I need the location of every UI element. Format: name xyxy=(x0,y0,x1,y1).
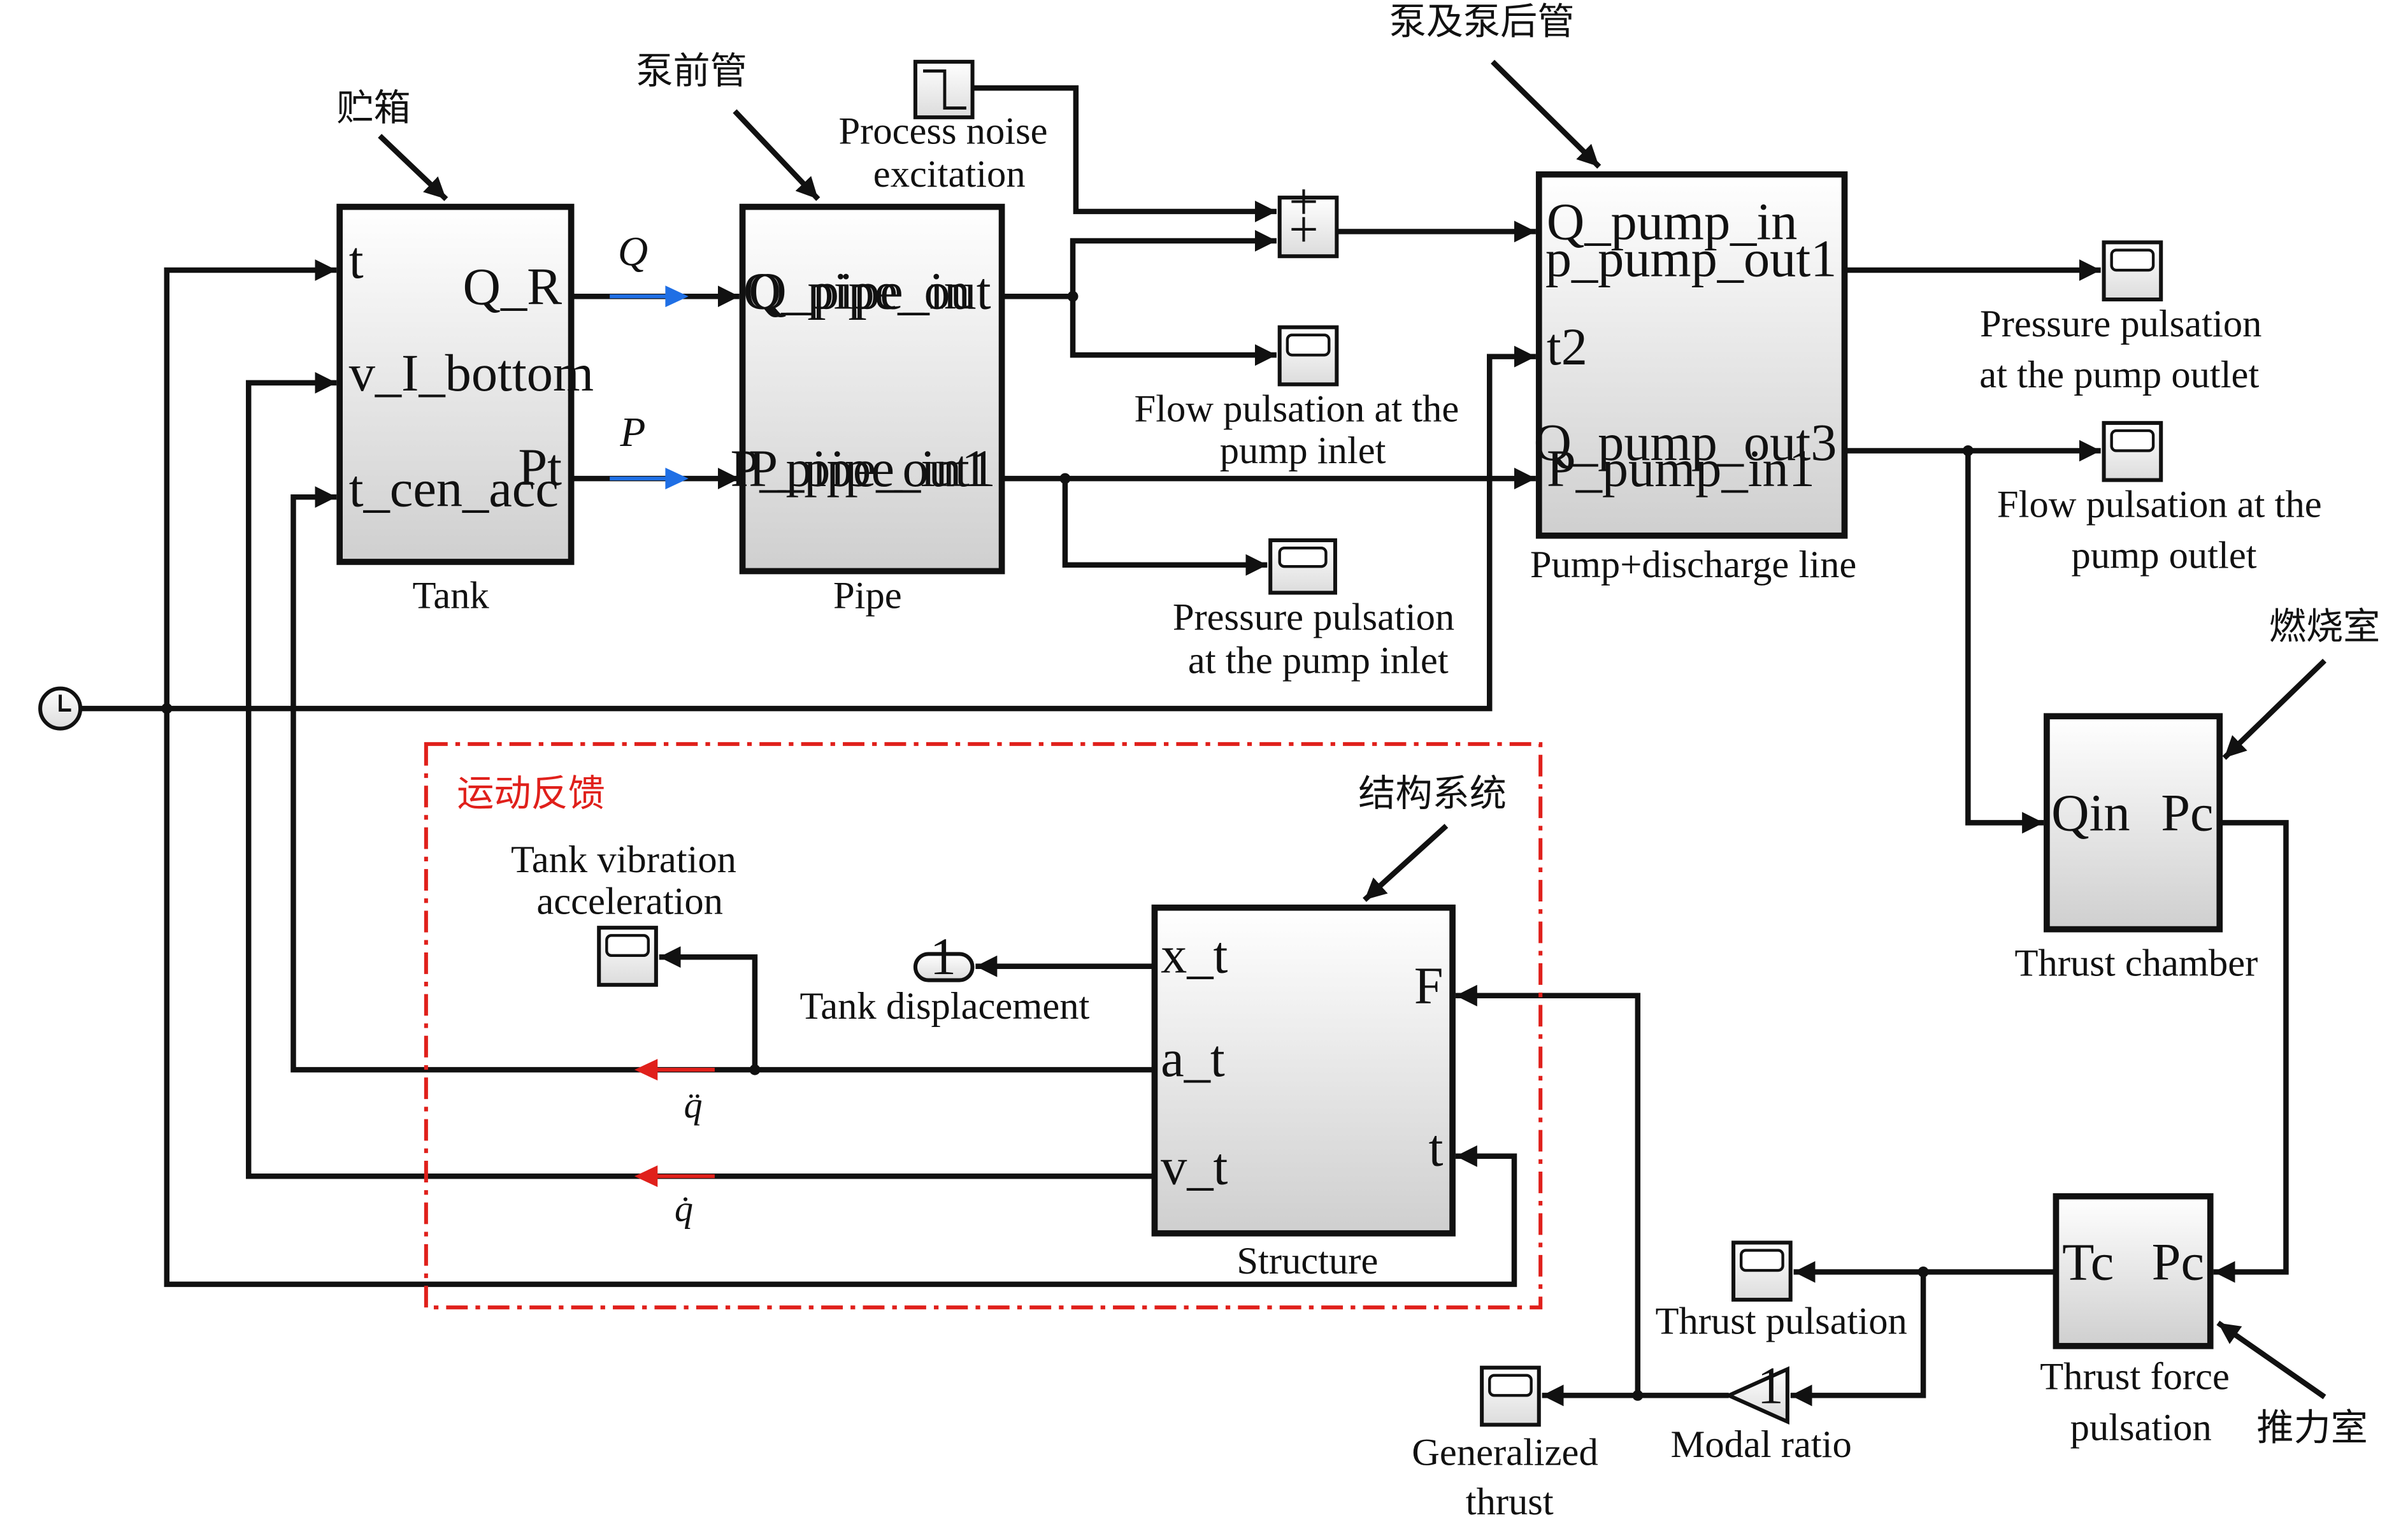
scope-generalized-thrust-icon[interactable] xyxy=(1480,1365,1541,1427)
outport-value: 1 xyxy=(930,928,956,986)
feedback-arrows-red xyxy=(634,1059,715,1188)
junction-dots xyxy=(161,291,1974,1401)
thrust-force-block[interactable]: Tc Pc xyxy=(2053,1193,2214,1349)
annotation-thrust-cn: 推力室 xyxy=(2256,1406,2367,1449)
structure-port-f: F xyxy=(1414,957,1444,1015)
pump-port-q-out: Q_pump_out3 xyxy=(1534,413,1837,471)
sum-sign-2: + xyxy=(1289,201,1318,259)
pump-block[interactable]: Q_pump_in t2 P_pump_in1 p_pump_out1 Q_pu… xyxy=(1534,171,1848,539)
thrust-port-tc: Tc xyxy=(2062,1233,2114,1291)
flow-inlet-label-1: Flow pulsation at the xyxy=(1135,387,1459,430)
pump-port-p-out: p_pump_out1 xyxy=(1545,230,1837,288)
outport-block[interactable]: 1 xyxy=(913,928,975,986)
pipe-port-q-out: Q_pipe_out xyxy=(743,262,991,320)
chamber-port-qin: Qin xyxy=(2051,784,2130,842)
signal-p-label: P xyxy=(620,410,646,456)
structure-port-t: t xyxy=(1429,1119,1444,1177)
feedback-region-boundary xyxy=(424,742,1543,1310)
structure-label: Structure xyxy=(1236,1240,1378,1282)
pump-label: Pump+discharge line xyxy=(1530,543,1856,586)
annotation-feedback-cn: 运动反馈 xyxy=(457,772,605,815)
signal-arrows-blue xyxy=(610,285,689,490)
flow-outlet-label-1: Flow pulsation at the xyxy=(1997,484,2322,526)
process-noise-label-2: excitation xyxy=(873,153,1026,196)
modal-ratio-label: Modal ratio xyxy=(1671,1423,1852,1466)
structure-port-a-t: a_t xyxy=(1161,1030,1225,1088)
thrust-force-label-2: pulsation xyxy=(2070,1407,2212,1449)
annotation-chamber-cn: 燃烧室 xyxy=(2269,605,2380,648)
scope-tank-vibration-icon[interactable] xyxy=(597,926,658,987)
gain-value: 1 xyxy=(1758,1356,1784,1414)
tank-block[interactable]: t v_I_bottom t_cen_acc Q_R Pt xyxy=(336,203,594,565)
structure-port-v-t: v_t xyxy=(1161,1137,1228,1195)
pressure-inlet-label-2: at the pump inlet xyxy=(1188,639,1449,682)
annotation-pump-cn: 泵及泵后管 xyxy=(1389,0,1575,43)
tank-displacement-label: Tank displacement xyxy=(800,985,1090,1028)
signal-q-label: Q xyxy=(618,229,648,275)
pump-port-q-in: Q_pump_in xyxy=(1547,193,1797,251)
tank-label: Tank xyxy=(413,575,490,617)
thrust-pulsation-label: Thrust pulsation xyxy=(1656,1300,1907,1342)
pressure-outlet-label-1: Pressure pulsation xyxy=(1980,303,2261,345)
tank-port-pt: Pt xyxy=(518,438,562,496)
structure-port-x-t: x_t xyxy=(1161,926,1228,984)
pump-port-p-in: P_pump_in1 xyxy=(1547,440,1815,498)
pressure-inlet-label-1: Pressure pulsation xyxy=(1173,596,1454,639)
scope-pressure-outlet-icon[interactable] xyxy=(2102,240,2163,302)
scope-pressure-inlet-icon[interactable] xyxy=(1268,538,1337,595)
tank-port-t: t xyxy=(349,231,364,289)
flow-inlet-label-2: pump inlet xyxy=(1220,429,1386,472)
scope-thrust-pulsation-icon[interactable] xyxy=(1731,1240,1793,1302)
chamber-port-pc: Pc xyxy=(2161,784,2213,842)
annotation-pointers xyxy=(378,59,2326,1400)
thrust-force-label-1: Thrust force xyxy=(2040,1356,2230,1398)
pipe-port-q-in: Q_pipe_in xyxy=(749,262,970,320)
clock-icon[interactable] xyxy=(38,686,83,731)
pipe-block[interactable]: Q_pipe_in P_pipe_in1 Q_pipe_out P_pipe_o… xyxy=(731,203,1005,575)
structure-block[interactable]: x_t a_t v_t F t xyxy=(1151,904,1456,1237)
generalized-thrust-label-2: thrust xyxy=(1466,1481,1554,1522)
scope-flow-inlet-icon[interactable] xyxy=(1277,325,1339,387)
tank-port-t-cen-acc: t_cen_acc xyxy=(349,460,559,518)
signal-qd-label: q̇ xyxy=(675,1188,693,1230)
gain-block[interactable]: 1 xyxy=(1724,1356,1789,1425)
process-noise-label-1: Process noise xyxy=(839,110,1048,152)
pressure-outlet-label-2: at the pump outlet xyxy=(1979,354,2259,396)
chamber-label: Thrust chamber xyxy=(2015,942,2258,984)
sum-block[interactable]: + + xyxy=(1277,173,1339,259)
sum-sign-1: + xyxy=(1289,173,1318,231)
tank-vibration-label-2: acceleration xyxy=(536,880,723,923)
tank-port-v-i-bottom: v_I_bottom xyxy=(349,344,594,402)
pipe-port-p-out: P_pipe_out1 xyxy=(731,440,996,498)
signal-qdd-label: q̈ xyxy=(684,1084,702,1126)
annotation-pipe-cn: 泵前管 xyxy=(636,49,747,92)
generalized-thrust-label-1: Generalized xyxy=(1412,1431,1598,1474)
pipe-label: Pipe xyxy=(833,575,902,617)
annotation-structure-cn: 结构系统 xyxy=(1358,772,1507,815)
pipe-port-p-in: P_pipe_in1 xyxy=(749,440,987,498)
step-source-icon[interactable] xyxy=(913,59,975,120)
annotation-tank-cn: 贮箱 xyxy=(336,86,410,129)
tank-port-q-r: Q_R xyxy=(462,257,562,315)
thrust-port-pc: Pc xyxy=(2152,1233,2204,1291)
scope-flow-outlet-icon[interactable] xyxy=(2102,420,2163,482)
flow-outlet-label-2: pump outlet xyxy=(2072,535,2257,577)
pump-port-t2: t2 xyxy=(1547,318,1587,376)
tank-vibration-label-1: Tank vibration xyxy=(511,838,736,881)
thrust-chamber-block[interactable]: Qin Pc xyxy=(2044,713,2223,933)
